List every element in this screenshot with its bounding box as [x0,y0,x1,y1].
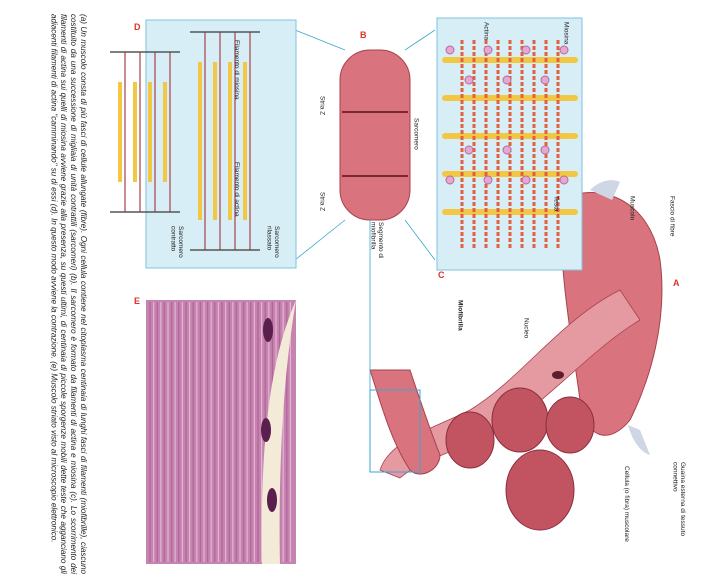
connector-line [294,29,346,51]
label-actina: Actina [482,22,490,41]
panel-d-box [145,19,297,269]
panel-letter-d: D [134,22,141,32]
fibre-section [491,387,549,453]
myofibril-cylinder [339,49,411,221]
label-nucleo: Nucleo [522,318,530,339]
panel-letter-e: E [134,296,141,306]
figure-caption: (a) Un muscolo consta di più fasci di ce… [49,14,88,574]
panel-letter-c: C [438,270,445,280]
myosin-head [445,45,455,55]
fibre-section [505,449,575,531]
connector-line [404,29,436,51]
myofibril-segment-illustration [294,29,436,390]
nucleus [267,488,277,512]
label-sarcomero: Sarcomero [412,118,420,150]
nucleus [261,418,271,442]
connector-line [404,219,436,261]
panel-letter-a: A [673,278,680,288]
myosin-head [483,175,493,185]
muscle-illustration [369,180,663,531]
panel-letter-b: B [360,30,367,40]
myosin-head [521,175,531,185]
myosin-head [483,45,493,55]
fascicle-bundle [379,289,641,479]
tendon-top [590,180,620,200]
myosin-head [464,75,474,85]
callout-rectangle [369,389,421,473]
myosin-head [502,145,512,155]
nucleus [552,371,564,379]
connector-line [294,219,346,261]
label-stria-z-2: Stria Z [318,192,326,212]
label-filamento-actina: Filamento di actina [233,162,240,217]
fibre-section [545,396,595,454]
sarcomere-illustration [110,19,297,269]
label-miofibrilla: Miofibrilla [456,300,464,331]
label-sarcomero-contratto: Sarcomero contratto [169,226,185,258]
label-cellula: Cellula (o fibra) muscolare [623,466,630,542]
myofibril-bundle [369,369,441,475]
histology-image [146,300,296,564]
label-muscolo: Muscolo [628,196,636,221]
myosin-head [540,145,550,155]
myosin-head [559,45,569,55]
myosin-head [464,145,474,155]
label-sarcomero-rilassato: Sarcomero rilassato [265,226,281,258]
filament-illustration [436,17,583,271]
label-stria-z-1: Stria Z [318,96,326,116]
myosin-head [502,75,512,85]
label-testa: Testa [552,196,560,212]
label-fascio: Fascio di fibre [668,196,676,237]
label-segmento: Segmento di miofibrilla [369,222,385,259]
fibre-section [445,411,495,469]
nucleus [263,318,273,342]
tendon-bottom [628,425,650,455]
myosin-head [521,45,531,55]
label-guaina: Guaina esterna di tessuto connettivo [671,462,687,537]
myosin-head [540,75,550,85]
myosin-head [445,175,455,185]
myosin-head [559,175,569,185]
label-miosina: Miosina [562,22,570,45]
label-filamento-miosina: Filamento di miosina [233,40,240,100]
